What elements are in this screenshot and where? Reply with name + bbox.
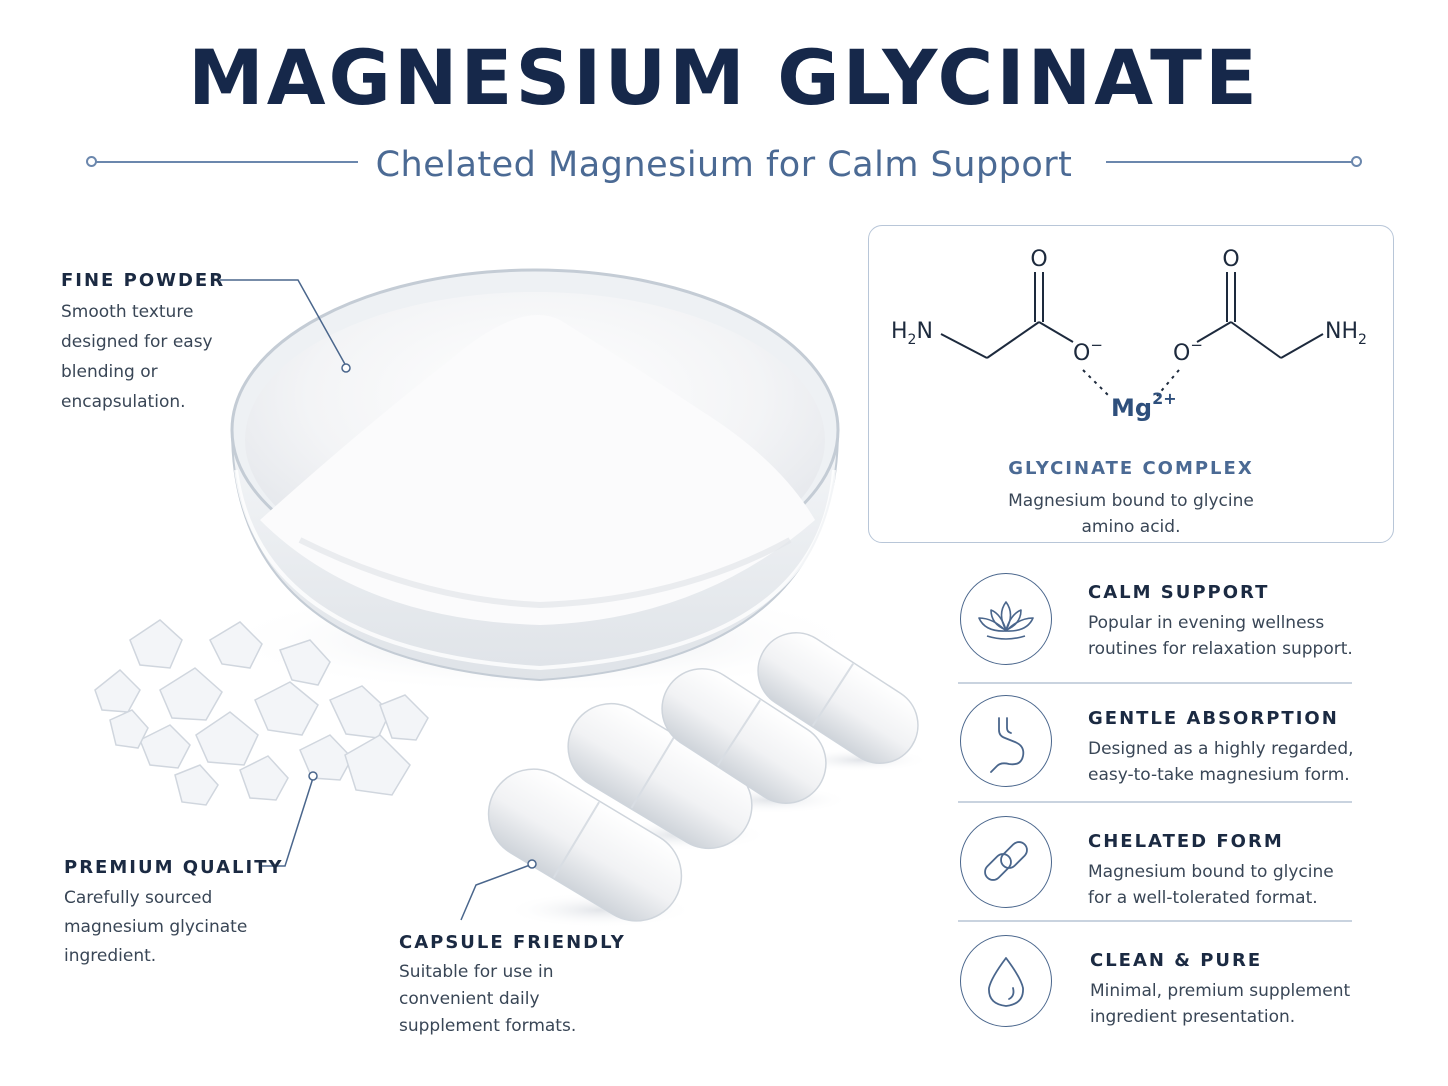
callout-line: Carefully sourced: [64, 888, 213, 908]
callout-title: CAPSULE FRIENDLY: [399, 932, 626, 953]
callout-line: magnesium glycinate: [64, 917, 248, 937]
oxygen-label: O: [1222, 247, 1239, 272]
oxygen-label: O: [1030, 247, 1047, 272]
page-title: MAGNESIUM GLYCINATE: [188, 33, 1260, 122]
powder-mound: [260, 315, 815, 625]
feature-line: Minimal, premium supplement: [1090, 981, 1351, 1001]
feature-divider: [958, 801, 1352, 803]
divider-dot-right: [1351, 156, 1362, 167]
divider-line-left: [95, 161, 358, 163]
callout-title: PREMIUM QUALITY: [64, 857, 284, 878]
capsule-4: [757, 632, 919, 764]
glass-dish: [230, 268, 840, 682]
amine-label-left: H2N: [891, 319, 933, 348]
feature-title: CALM SUPPORT: [1088, 582, 1270, 603]
carboxylate-label-left: O−: [1073, 336, 1103, 366]
divider-line-right: [1106, 161, 1352, 163]
chem-desc-line: Magnesium bound to glycine: [1008, 491, 1254, 511]
callout-fine-powder: FINE POWDER Smooth texture designed for …: [61, 270, 225, 417]
chain-link-icon: [960, 816, 1052, 908]
chem-card-description: Magnesium bound to glycine amino acid.: [959, 488, 1303, 540]
callout-line: blending or: [61, 362, 158, 382]
feature-calm-support: CALM SUPPORT Popular in evening wellness…: [1088, 582, 1353, 662]
feature-divider: [958, 682, 1352, 684]
glycinate-structure-diagram: O O H2N NH2 O− O− Mg2+: [891, 247, 1367, 422]
leader-premium-quality-dot: [308, 771, 318, 781]
callout-line: Suitable for use in: [399, 962, 554, 982]
magnesium-ion-label: Mg2+: [1111, 389, 1177, 422]
leader-capsule-friendly-dot: [527, 859, 537, 869]
page-subtitle: Chelated Magnesium for Calm Support: [375, 145, 1073, 185]
feature-title: CLEAN & PURE: [1090, 950, 1263, 971]
chem-card-title: GLYCINATE COMPLEX: [1008, 458, 1254, 479]
feature-line: routines for relaxation support.: [1088, 639, 1353, 659]
feature-clean-pure: CLEAN & PURE Minimal, premium supplement…: [1090, 950, 1350, 1030]
callout-line: convenient daily: [399, 989, 540, 1009]
feature-divider: [958, 920, 1352, 922]
chem-desc-line: amino acid.: [1081, 517, 1181, 537]
callout-line: encapsulation.: [61, 392, 186, 412]
feature-line: for a well-tolerated format.: [1088, 888, 1318, 908]
carboxylate-label-right: O−: [1173, 336, 1203, 366]
glycinate-complex-card: O O H2N NH2 O− O− Mg2+ GLYCINATE COMPLEX…: [868, 225, 1394, 543]
feature-title: CHELATED FORM: [1088, 831, 1284, 852]
droplet-icon: [960, 935, 1052, 1027]
product-illustration: [94, 268, 930, 928]
leader-fine-powder: [220, 279, 347, 367]
callout-line: ingredient.: [64, 946, 157, 966]
stomach-icon: [960, 695, 1052, 787]
callout-capsule-friendly: CAPSULE FRIENDLY Suitable for use in con…: [399, 932, 626, 1040]
callout-line: supplement formats.: [399, 1016, 577, 1036]
feature-line: Magnesium bound to glycine: [1088, 862, 1334, 882]
feature-title: GENTLE ABSORPTION: [1088, 708, 1339, 729]
feature-line: easy-to-take magnesium form.: [1088, 765, 1350, 785]
capsule-3: [661, 668, 827, 804]
crystals: [94, 619, 429, 806]
callout-title: FINE POWDER: [61, 270, 226, 291]
lotus-icon: [960, 573, 1052, 665]
callout-line: designed for easy: [61, 332, 213, 352]
feature-line: ingredient presentation.: [1090, 1007, 1296, 1027]
feature-line: Popular in evening wellness: [1088, 613, 1325, 633]
leader-fine-powder-dot: [341, 363, 351, 373]
feature-gentle-absorption: GENTLE ABSORPTION Designed as a highly r…: [1088, 708, 1354, 788]
capsule-1: [487, 768, 683, 922]
leader-capsule-friendly: [460, 864, 531, 921]
callout-line: Smooth texture: [61, 302, 194, 322]
callout-premium-quality: PREMIUM QUALITY Carefully sourced magnes…: [64, 857, 284, 971]
leader-premium-quality: [262, 777, 314, 867]
amine-label-right: NH2: [1325, 319, 1367, 348]
feature-chelated-form: CHELATED FORM Magnesium bound to glycine…: [1088, 831, 1334, 911]
feature-line: Designed as a highly regarded,: [1088, 739, 1354, 759]
